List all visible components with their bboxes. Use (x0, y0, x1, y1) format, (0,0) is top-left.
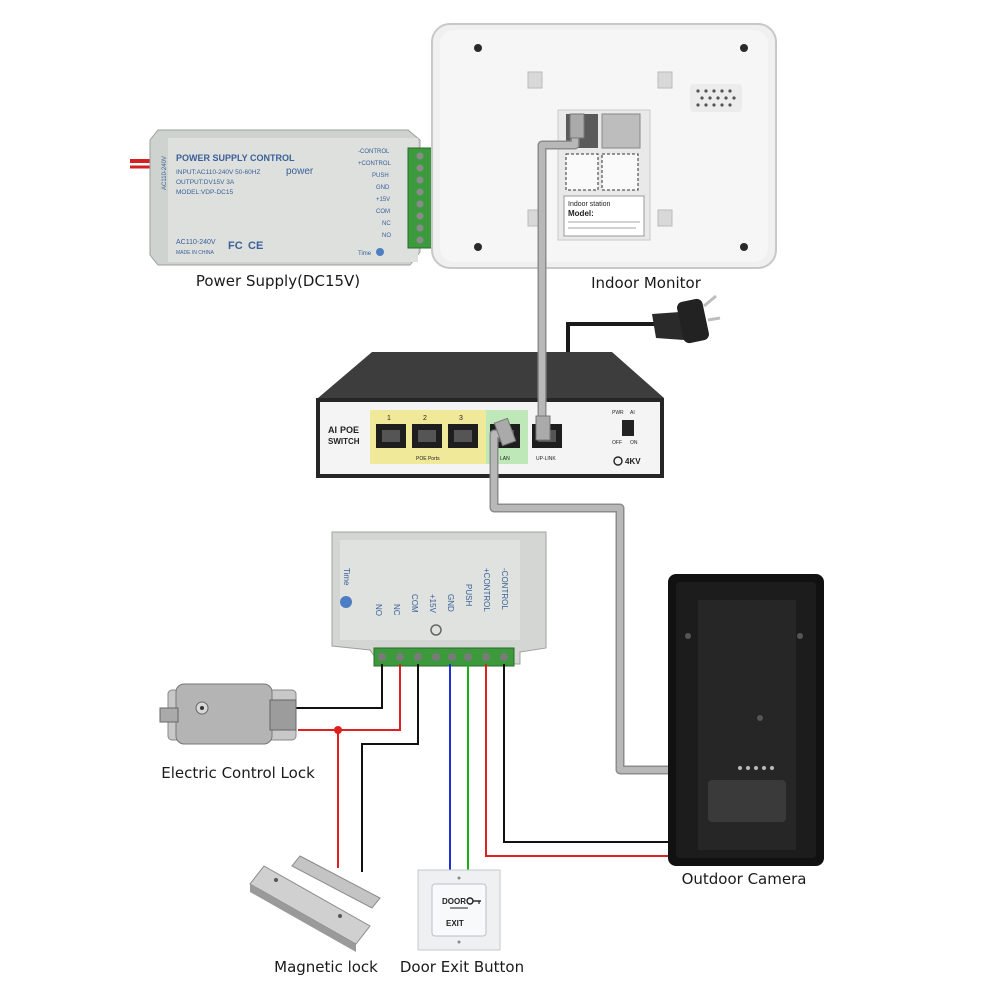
terminal-screws (416, 152, 424, 244)
adjust-screw-icon (430, 624, 442, 636)
ps-made-in: MADE IN CHINA (176, 250, 214, 256)
ps-terminal-label: COM (376, 209, 390, 215)
switch-port-number: 2 (423, 415, 427, 422)
rj45-plug-icon (493, 417, 517, 447)
network-cables (489, 113, 721, 775)
ps-model: MODEL:VDP-DC15 (176, 189, 233, 196)
camera-connector-pins (738, 766, 774, 770)
surge-protect-icon (613, 456, 623, 466)
controller-terminal-screws (378, 653, 508, 661)
ps-time-label: Time (358, 251, 372, 257)
controller-terminal-label: COM (410, 594, 419, 613)
caption-electric-lock: Electric Control Lock (161, 764, 315, 782)
caption-exit-button: Door Exit Button (400, 958, 524, 976)
access-power-controller: Time NO NC COM +15V GND PUSH +CONTROL -C… (331, 531, 547, 667)
controller-terminal-label: -CONTROL (500, 568, 509, 610)
time-knob-icon (340, 596, 352, 608)
caption-outdoor-camera: Outdoor Camera (682, 870, 807, 888)
ps-terminal-label: PUSH (372, 173, 389, 179)
ps-terminal-label: NC (382, 221, 391, 227)
switch-pwr-label: PWR (612, 410, 624, 416)
switch-off-label: OFF (612, 440, 622, 446)
ps-output: OUTPUT:DV15V 3A (176, 179, 235, 186)
controller-terminal-labels: NO NC COM +15V GND PUSH +CONTROL -CONTRO… (374, 568, 509, 616)
ps-terminal-label: GND (376, 185, 390, 191)
magnetic-lock (249, 855, 381, 952)
switch-poe-ports-label: POE Ports (416, 456, 440, 462)
ps-title: POWER SUPPLY CONTROL (176, 153, 295, 163)
power-supply-unit: POWER SUPPLY CONTROL INPUT:AC110-240V 50… (130, 129, 433, 266)
controller-terminal-label: +CONTROL (482, 568, 491, 612)
rj45-plug-icon (535, 415, 551, 441)
controller-time-label: Time (342, 568, 351, 586)
switch-uplink-label: UP-LINK (536, 456, 556, 462)
ce-mark-icon: CE (248, 240, 263, 252)
rj45-plug-icon (569, 113, 585, 139)
switch-port-number: 1 (387, 415, 391, 422)
electric-control-lock (159, 683, 297, 745)
monitor-label-line2: Model: (568, 209, 594, 218)
switch-4kv-label: 4KV (625, 457, 641, 466)
exit-button-door-text: DOOR (442, 897, 466, 906)
speaker-grille-icon (690, 84, 742, 112)
ps-terminal-labels: -CONTROL +CONTROL PUSH GND +15V COM NC N… (358, 149, 392, 239)
ps-terminal-label: -CONTROL (358, 149, 390, 155)
outdoor-camera (668, 574, 824, 866)
door-exit-button: DOOR EXIT (417, 869, 501, 951)
caption-magnetic-lock: Magnetic lock (274, 958, 378, 976)
switch-port-number: 3 (459, 415, 463, 422)
rj45-port-icon (412, 424, 442, 448)
switch-brand-ai: AI (328, 425, 337, 435)
exit-button-exit-text: EXIT (446, 919, 464, 928)
ps-terminal-label: NO (382, 233, 391, 239)
ps-terminal-label: +15V (376, 197, 390, 203)
ai-toggle-switch-icon (622, 420, 634, 436)
indoor-monitor: Indoor station Model: (431, 23, 777, 269)
caption-power-supply: Power Supply(DC15V) (196, 272, 360, 290)
controller-terminal-label: PUSH (464, 584, 473, 606)
switch-ai-indicator-label: AI (630, 410, 635, 416)
ps-terminal-label: +CONTROL (358, 161, 392, 167)
fc-mark-icon: FC (228, 240, 243, 252)
controller-terminal-label: GND (446, 594, 455, 612)
controller-terminal-label: NC (392, 604, 401, 616)
switch-on-label: ON (630, 440, 638, 446)
monitor-label-line1: Indoor station (568, 201, 611, 208)
caption-indoor-monitor: Indoor Monitor (591, 274, 702, 292)
ps-input: INPUT:AC110-240V 50-60HZ (176, 169, 260, 176)
ps-power-text: power (286, 166, 314, 177)
rj45-port-icon (376, 424, 406, 448)
switch-lan-label: LAN (500, 456, 510, 462)
switch-brand-poe: POE (340, 425, 359, 435)
time-knob-icon (376, 248, 384, 256)
switch-brand-switch: SWITCH (328, 437, 360, 446)
key-icon (466, 897, 481, 905)
ps-ac-bottom: AC110-240V (176, 239, 216, 246)
controller-terminal-label: +15V (428, 594, 437, 614)
ps-ac-side: AC110-240V (162, 156, 168, 190)
rj45-port-icon (448, 424, 478, 448)
controller-terminal-label: NO (374, 604, 383, 616)
